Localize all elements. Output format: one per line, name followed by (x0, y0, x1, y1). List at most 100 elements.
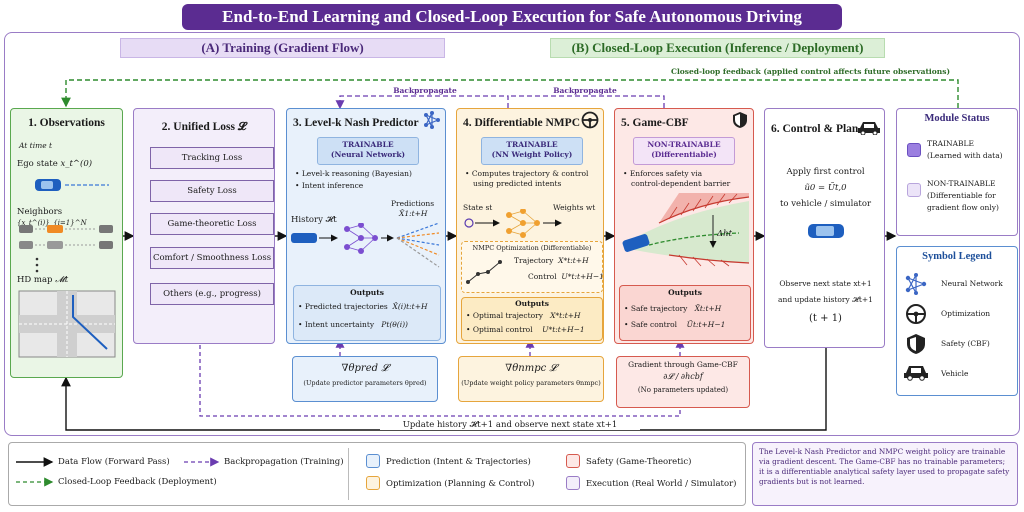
observations-title: 1. Observations (28, 117, 105, 129)
control-title: 6. Control & Plan (771, 123, 859, 135)
backprop-label-1: Backpropagate (393, 86, 457, 95)
predictor-bullet-1: • Level-k reasoning (Bayesian) (295, 169, 412, 178)
legend-prediction-swatch (366, 454, 380, 468)
legend-optimization: Optimization (Planning & Control) (386, 479, 535, 489)
legend-divider (348, 448, 349, 500)
predictor-gradient-box: ∇θpred 𝓛 (Update predictor parameters θp… (292, 356, 438, 402)
update-history-label: Update history 𝓗t+1 and observe next sta… (380, 420, 640, 430)
neighbors-label: Neighbors {x_t^(i)}_{i=1}^N (17, 207, 87, 227)
predictions-sym: X̂1:t+H (399, 209, 428, 218)
cbf-outputs: Outputs • Safe trajectory X̃t:t+H • Safe… (619, 285, 751, 341)
legend-neural-network-label: Neural Network (941, 279, 1003, 288)
nmpc-gradient-note: (Update weight policy parameters θnmpc) (461, 379, 601, 387)
control-observe-1: Observe next state xt+1 (779, 279, 872, 288)
section-training: (A) Training (Gradient Flow) (120, 38, 445, 58)
nmpc-optimization-box: NMPC Optimization (Differentiable) Traje… (461, 241, 604, 293)
legend-optimization-swatch (366, 476, 380, 490)
cbf-nontrainable-badge: NON-TRAINABLE(Differentiable) (633, 137, 735, 165)
bottom-legend (8, 442, 746, 506)
loss-item-tracking: Tracking Loss (150, 147, 274, 169)
nmpc-state-label: State st (463, 203, 493, 212)
predictor-network-illustration (291, 223, 440, 268)
control-line-1: Apply first control (786, 167, 865, 177)
legend-feedback: Closed-Loop Feedback (Deployment) (58, 477, 217, 487)
nmpc-output-2: • Optimal control U*t:t+H−1 (466, 325, 585, 334)
module-status-title: Module Status (924, 113, 990, 124)
trajectory-plot-icon (466, 260, 502, 284)
legend-safety: Safety (Game-Theoretic) (586, 457, 692, 467)
observations-panel: 1. Observations At time t Ego state x_t^… (10, 108, 123, 378)
backprop-label-2: Backpropagate (553, 86, 617, 95)
predictions-label: Predictions (391, 199, 435, 208)
predictor-gradient-note: (Update predictor parameters θpred) (303, 379, 427, 387)
legend-safety-label: Safety (CBF) (941, 339, 990, 348)
cbf-panel: 5. Game-CBF NON-TRAINABLE(Differentiable… (614, 108, 754, 344)
cbf-output-2: • Safe control Ũt:t+H−1 (624, 320, 726, 329)
delta-h-label: Δht (717, 229, 733, 239)
time-label: At time t (19, 141, 53, 150)
trainable-label: TRAINABLE (927, 139, 974, 148)
legend-optimization-label: Optimization (941, 309, 991, 318)
nmpc-weights-label: Weights wt (553, 203, 596, 212)
nmpc-opt-title: NMPC Optimization (Differentiable) (472, 244, 592, 252)
cbf-output-1: • Safe trajectory X̃t:t+H (624, 304, 722, 313)
nmpc-trainable-badge: TRAINABLE(NN Weight Policy) (481, 137, 583, 165)
predictor-trainable-badge: TRAINABLE(Neural Network) (317, 137, 419, 165)
nmpc-bullet-1: • Computes trajectory & control (465, 169, 589, 178)
nmpc-outputs-title: Outputs (515, 299, 549, 308)
symbol-legend-title: Symbol Legend (922, 251, 992, 262)
nmpc-outputs: Outputs • Optimal trajectory X*t:t+H • O… (461, 297, 603, 341)
cbf-bullet-1b: control-dependent barrier (631, 179, 731, 188)
nmpc-gradient-box: ∇θnmpc 𝓛 (Update weight policy parameter… (458, 356, 604, 402)
legend-line-samples (16, 457, 220, 487)
page-title: End-to-End Learning and Closed-Loop Exec… (182, 4, 842, 30)
control-equation: ũ0 = Ũt,0 (804, 183, 847, 193)
control-t-plus: (t + 1) (809, 313, 842, 324)
loss-item-comfort: Comfort / Smoothness Loss (150, 247, 274, 269)
legend-data-flow: Data Flow (Forward Pass) (58, 457, 170, 467)
loss-item-game: Game-theoretic Loss (150, 213, 274, 235)
cbf-gradient-note: (No parameters updated) (637, 386, 729, 394)
legend-safety-swatch (566, 454, 580, 468)
section-execution: (B) Closed-Loop Execution (Inference / D… (550, 38, 885, 58)
predictor-panel: 3. Level-k Nash Predictor TRAINABLE(Neur… (286, 108, 446, 344)
predictor-output-1: • Predicted trajectories X̂(i)t:t+H (298, 302, 428, 311)
symbol-legend-panel: Symbol Legend Neural Network Optimizatio… (896, 246, 1018, 396)
legend-shield-icon (907, 334, 925, 354)
history-label: History 𝓗t (291, 215, 337, 225)
nmpc-output-1: • Optimal trajectory X*t:t+H (466, 311, 581, 320)
nmpc-control: Control U*t:t+H−1 (528, 272, 604, 281)
car-icon (856, 118, 882, 136)
map-label: HD map 𝓜t (17, 275, 69, 285)
nontrainable-sub-1: (Differentiable for (927, 191, 996, 200)
cbf-bullet-1: • Enforces safety via (623, 169, 703, 178)
legend-backprop: Backpropagation (Training) (224, 457, 344, 467)
predictor-outputs: Outputs • Predicted trajectories X̂(i)t:… (293, 285, 441, 341)
neural-network-icon (422, 110, 442, 130)
predictor-outputs-title: Outputs (350, 288, 384, 297)
nmpc-trajectory: Trajectory X*t:t+H (514, 256, 589, 265)
nmpc-bullet-1b: using predicted intents (473, 179, 562, 188)
legend-execution-swatch (566, 476, 580, 490)
nmpc-gradient-sym: ∇θnmpc 𝓛 (505, 363, 557, 374)
steering-wheel-icon (580, 110, 600, 130)
predictor-output-2: • Intent uncertainty Pt(θ(i)) (298, 320, 408, 329)
ego-label: Ego state x_t^(0) (17, 159, 93, 169)
cbf-outputs-title: Outputs (668, 288, 702, 297)
nmpc-network-illustration (464, 209, 562, 238)
trainability-note: The Level-k Nash Predictor and NMPC weig… (752, 442, 1018, 506)
legend-prediction: Prediction (Intent & Trajectories) (386, 457, 531, 467)
cbf-gradient-title: Gradient through Game-CBF (628, 360, 738, 369)
nontrainable-sub-2: gradient flow only) (927, 203, 999, 212)
predictor-gradient-sym: ∇θpred 𝓛 (341, 363, 389, 374)
cbf-title: 5. Game-CBF (621, 117, 689, 129)
loss-item-safety: Safety Loss (150, 180, 274, 202)
trainable-swatch (907, 143, 921, 157)
cbf-gradient-sym: ∂𝓛 / ∂hcbf (663, 372, 703, 381)
control-observe-2: and update history 𝓗t+1 (778, 295, 873, 304)
control-line-2: to vehicle / simulator (779, 199, 872, 209)
control-panel: 6. Control & Plan Apply first control ũ0… (764, 108, 885, 348)
legend-neural-network-icon (905, 273, 927, 295)
predictor-title: 3. Level-k Nash Predictor (293, 117, 419, 129)
legend-car-icon (904, 366, 928, 381)
